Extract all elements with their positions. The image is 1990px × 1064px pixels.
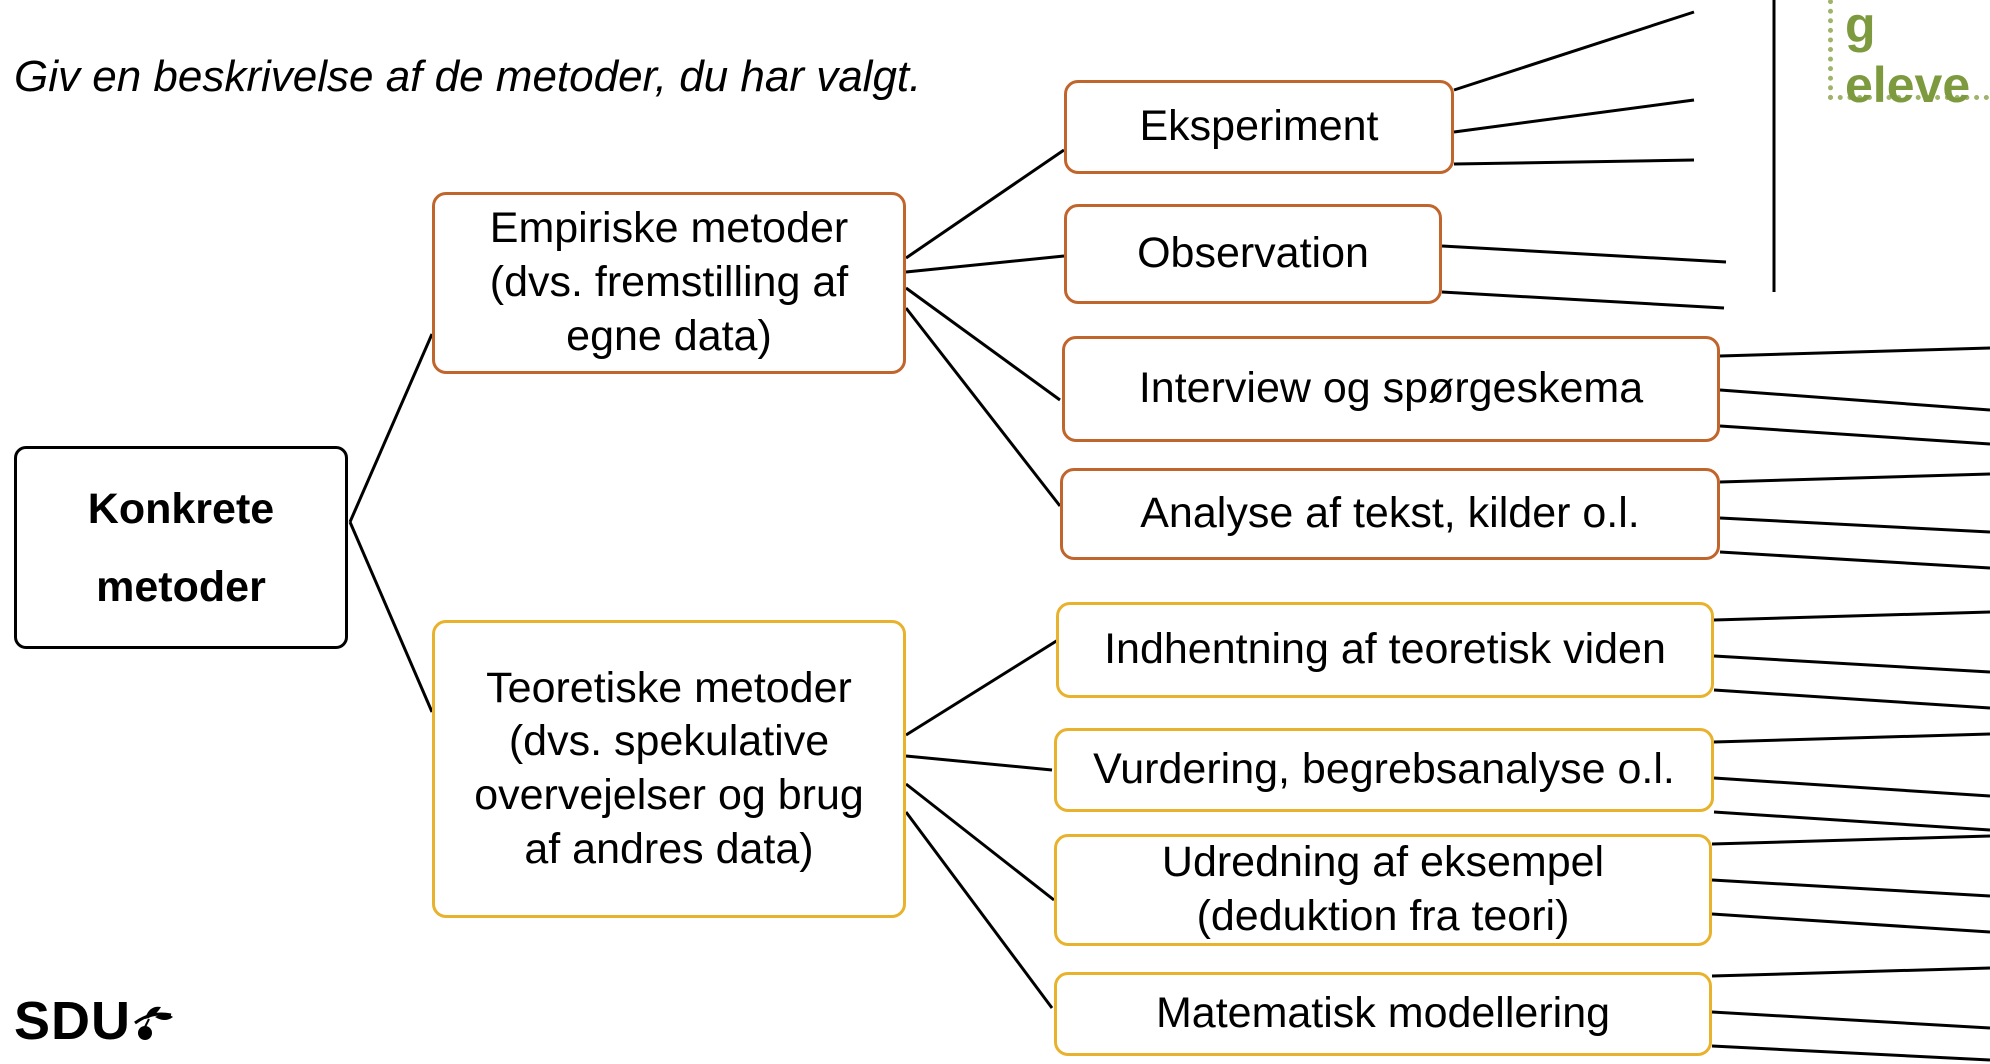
sdu-logo-text: SDU	[14, 991, 132, 1051]
empirical-line3: egne data)	[566, 311, 772, 360]
root-node-line1: Konkrete	[87, 484, 275, 533]
method-example-line1: Udredning af eksempel	[1161, 838, 1605, 887]
method-text-analysis: Analyse af tekst, kilder o.l.	[1060, 468, 1720, 560]
method-eksperiment-label: Eksperiment	[1139, 102, 1379, 151]
method-interview-label: Interview og spørgeskema	[1138, 364, 1644, 413]
theoretical-line2: (dvs. spekulative	[508, 717, 830, 766]
sticky-note-line2: eleve	[1845, 57, 1971, 113]
method-eksperiment: Eksperiment	[1064, 80, 1454, 174]
method-text-analysis-label: Analyse af tekst, kilder o.l.	[1140, 489, 1640, 538]
method-math-modelling-label: Matematisk modellering	[1155, 989, 1611, 1038]
theoretical-line1: Teoretiske metoder	[486, 663, 852, 712]
empirical-line1: Empiriske metoder	[489, 204, 849, 253]
method-observation: Observation	[1064, 204, 1442, 304]
method-concept-analysis: Vurdering, begrebsanalyse o.l.	[1054, 728, 1714, 812]
empirical-line2: (dvs. fremstilling af	[489, 258, 849, 307]
empirical-methods-node: Empiriske metoder (dvs. fremstilling af …	[432, 192, 906, 374]
method-observation-label: Observation	[1137, 229, 1369, 278]
sdu-logo: SDU	[14, 990, 175, 1052]
theoretical-line3: overvejelser og brug	[474, 771, 864, 819]
method-interview: Interview og spørgeskema	[1062, 336, 1720, 442]
theoretical-line4: af andres data)	[524, 824, 814, 873]
sdu-leaf-icon	[134, 1006, 174, 1040]
method-example-deduction: Udredning af eksempel (deduktion fra teo…	[1054, 834, 1712, 946]
intro-instruction: Giv en beskrivelse af de metoder, du har…	[14, 52, 922, 101]
method-theory-collection: Indhentning af teoretisk viden	[1056, 602, 1714, 698]
method-example-line2: (deduktion fra teori)	[1196, 892, 1570, 940]
root-node-line2: metoder	[96, 562, 266, 611]
method-math-modelling: Matematisk modellering	[1054, 972, 1712, 1056]
theoretical-methods-node: Teoretiske metoder (dvs. spekulative ove…	[432, 620, 906, 918]
root-node-konkrete-metoder: Konkrete metoder	[14, 446, 348, 649]
sticky-note-line1: g	[1845, 0, 1876, 53]
sticky-note: g eleve	[1828, 0, 1990, 113]
method-concept-analysis-label: Vurdering, begrebsanalyse o.l.	[1093, 745, 1675, 794]
method-theory-collection-label: Indhentning af teoretisk viden	[1104, 625, 1666, 674]
